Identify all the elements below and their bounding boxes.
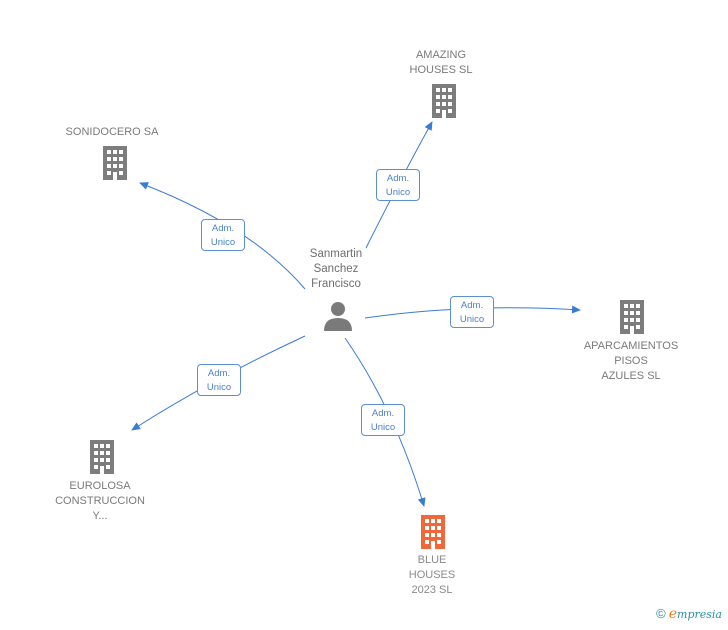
building-icon[interactable] (428, 84, 460, 118)
relation-label-sonidocero[interactable]: Adm. Unico (201, 219, 245, 251)
relation-label-amazing-houses[interactable]: Adm. Unico (376, 169, 420, 201)
company-label-blue-houses[interactable]: BLUE HOUSES 2023 SL (408, 554, 456, 596)
person-icon[interactable] (322, 300, 354, 332)
building-icon[interactable] (99, 146, 131, 180)
relation-label-aparcamientos[interactable]: Adm. Unico (450, 296, 494, 328)
relation-label-eurolosa[interactable]: Adm. Unico (197, 364, 241, 396)
building-icon[interactable] (616, 300, 648, 334)
person-name-label[interactable]: Sanmartin Sanchez Francisco (309, 248, 363, 290)
building-icon-highlighted[interactable] (417, 515, 449, 549)
empresia-logo-text: mpresia (677, 608, 722, 621)
building-icon[interactable] (86, 440, 118, 474)
empresia-logo-initial: e (668, 606, 678, 622)
relation-label-blue-houses[interactable]: Adm. Unico (361, 404, 405, 436)
copyright-notice: ©empresia (656, 606, 722, 622)
copyright-symbol: © (656, 606, 666, 621)
company-label-sonidocero[interactable]: SONIDOCERO SA (65, 126, 159, 138)
company-label-amazing-houses[interactable]: AMAZING HOUSES SL (409, 49, 473, 76)
company-label-aparcamientos[interactable]: APARCAMIENTOS PISOS AZULES SL (583, 340, 679, 382)
company-label-eurolosa[interactable]: EUROLOSA CONSTRUCCION Y... (55, 480, 145, 522)
